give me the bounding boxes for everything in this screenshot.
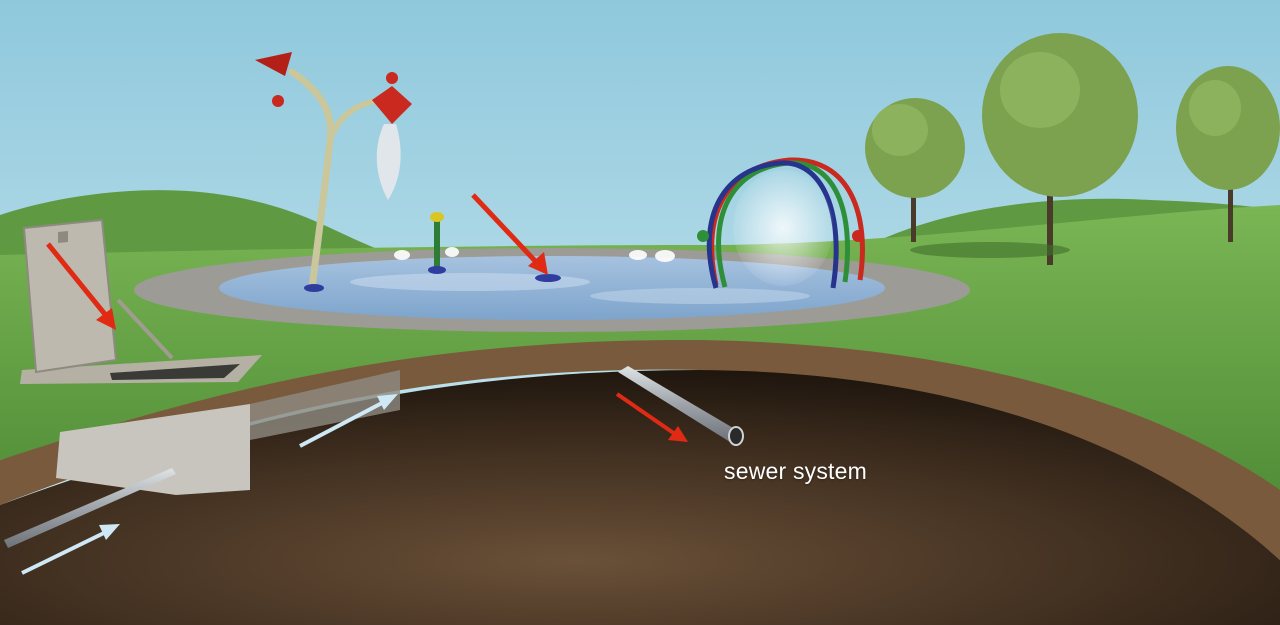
red-flow-arrow-1 bbox=[46, 242, 116, 330]
water-sheen bbox=[350, 273, 590, 291]
spout-post bbox=[428, 212, 446, 274]
water-sheen-2 bbox=[590, 288, 810, 304]
sewer-system-label: sewer system bbox=[724, 458, 867, 484]
red-flow-arrow-2 bbox=[471, 193, 548, 275]
drain-grate bbox=[535, 274, 561, 282]
tree-right bbox=[1176, 66, 1280, 242]
flower-play-feature bbox=[255, 52, 412, 292]
red-flow-arrow-3 bbox=[615, 392, 688, 442]
hoop-spray-feature bbox=[697, 157, 865, 289]
ground-jets bbox=[394, 247, 675, 262]
light-blue-return-arrow-1 bbox=[299, 394, 398, 448]
inlet-pipe bbox=[4, 468, 176, 548]
sewer-pipe bbox=[618, 366, 740, 442]
tree-left bbox=[865, 98, 965, 242]
sewer-pipe-end bbox=[728, 426, 744, 446]
tree-shadow bbox=[910, 242, 1070, 258]
holding-tank bbox=[56, 370, 400, 495]
tree-middle bbox=[982, 33, 1138, 265]
light-blue-return-arrow-2 bbox=[21, 524, 120, 575]
access-hatch bbox=[20, 218, 262, 384]
